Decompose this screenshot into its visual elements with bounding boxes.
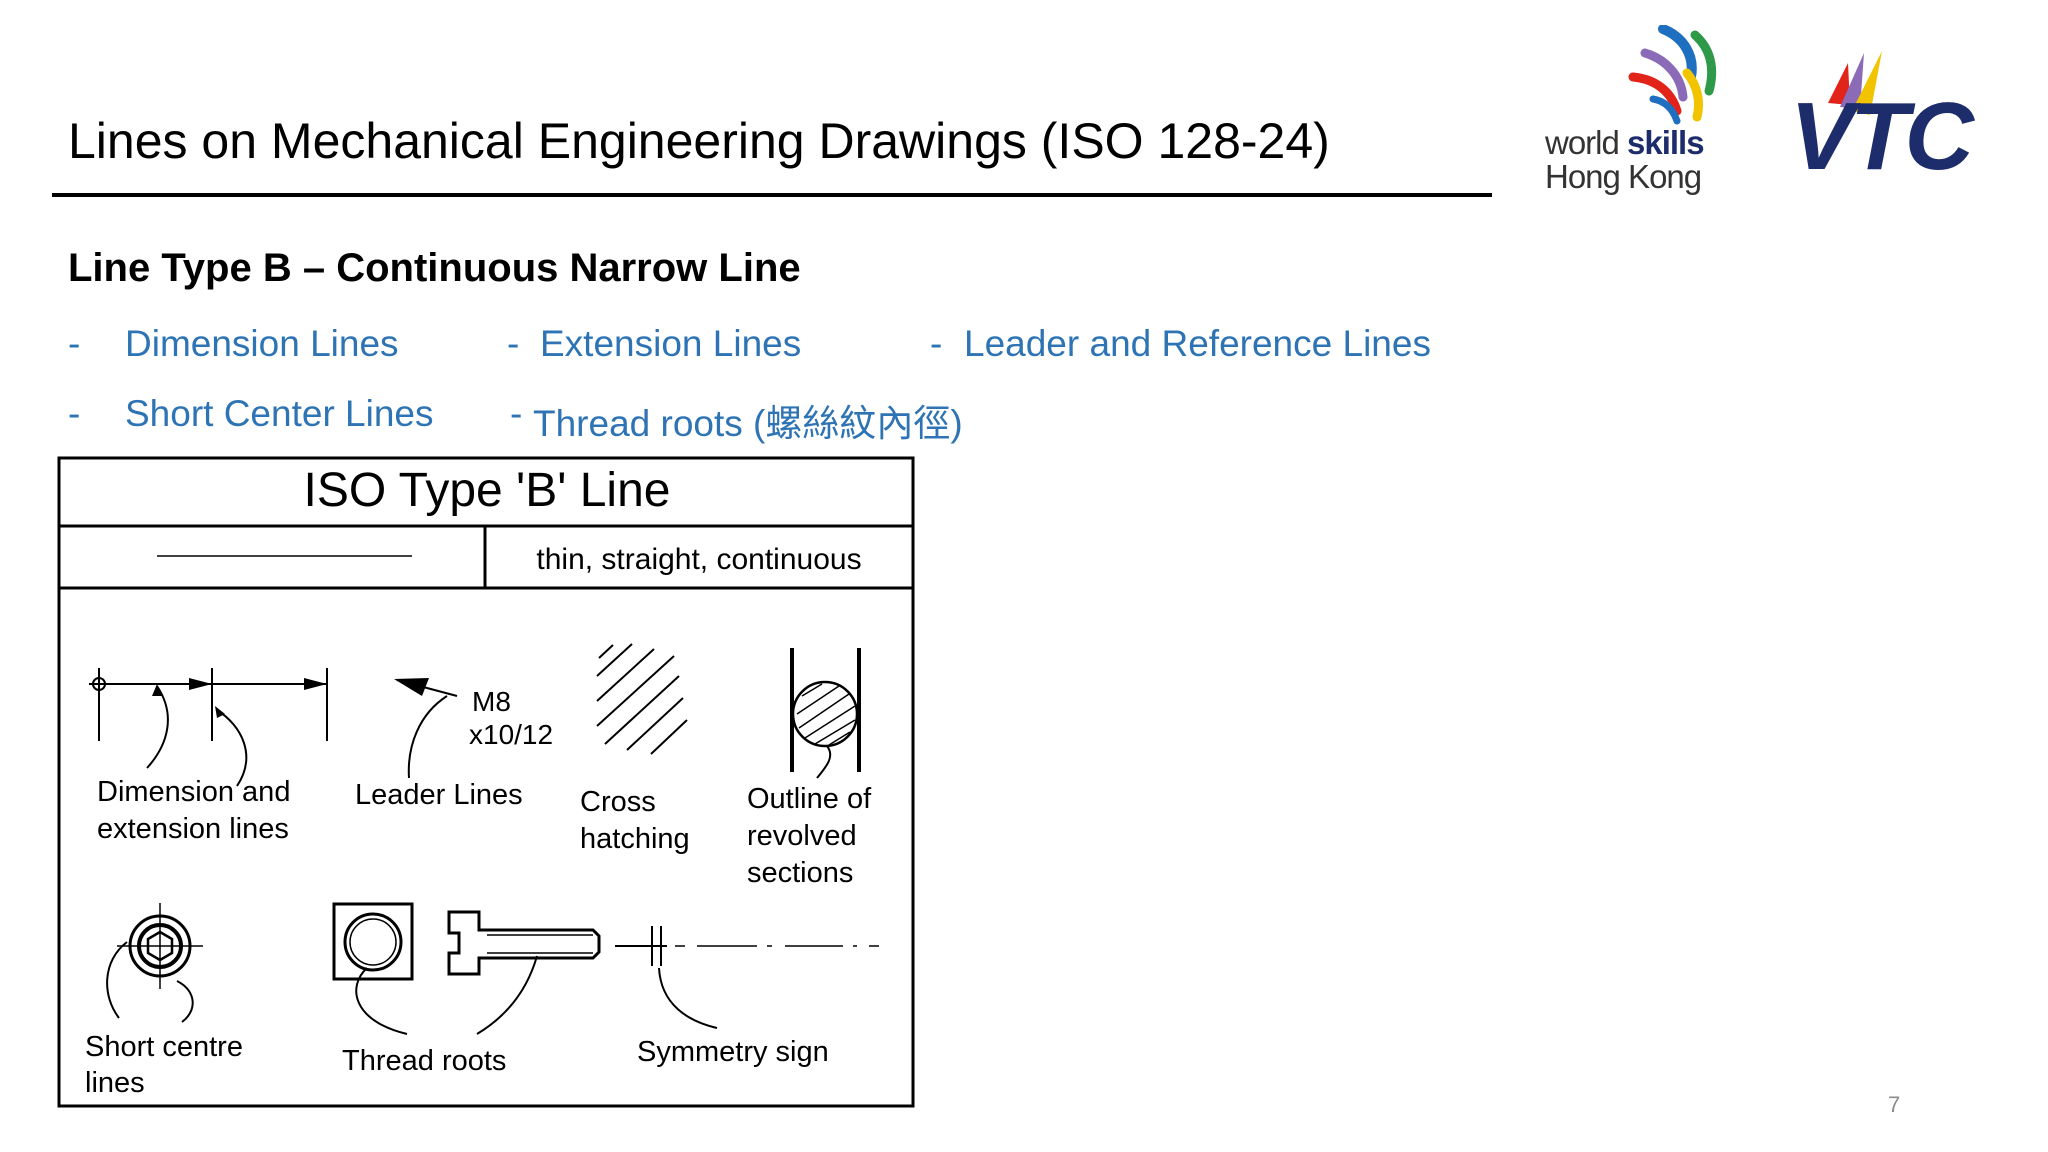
worldskills-text-skills: skills (1627, 124, 1704, 161)
arrowhead (189, 678, 212, 690)
bullet-dash: - (68, 323, 81, 364)
label-lines: lines (85, 1067, 145, 1099)
bullet-dash: - (510, 393, 523, 434)
label-thread-roots: Thread roots (342, 1045, 506, 1077)
iso-type-b-diagram: ISO Type 'B' Line thin, straight, contin… (57, 456, 915, 1108)
revolved-section-illustration (790, 648, 861, 779)
title-divider (52, 193, 1492, 197)
label-dimension-2: extension lines (97, 813, 289, 845)
label-dimension-1: Dimension and (97, 776, 290, 808)
bullet-short-center-lines: Short Center Lines (125, 393, 434, 434)
arrowhead (215, 706, 225, 718)
thread-roots-illustration (332, 902, 601, 1035)
section-heading: Line Type B – Continuous Narrow Line (68, 246, 801, 290)
label-hatching: hatching (580, 823, 690, 855)
arrowhead (394, 678, 429, 696)
label-short-centre: Short centre (85, 1031, 243, 1063)
bullet-dash: - (930, 323, 943, 364)
label-x10-12: x10/12 (469, 719, 553, 750)
bullet-dash: - (507, 323, 520, 364)
arrowhead (304, 678, 327, 690)
vtc-logo: VTC (1790, 51, 1980, 175)
bullet-dash: - (68, 393, 81, 434)
line-description: thin, straight, continuous (536, 543, 861, 576)
slide-title: Lines on Mechanical Engineering Drawings… (68, 113, 1330, 169)
worldskills-text-world: world (1545, 124, 1619, 161)
label-cross: Cross (580, 786, 656, 818)
page-number: 7 (1888, 1092, 1901, 1117)
arrowhead (152, 684, 162, 696)
label-symmetry-sign: Symmetry sign (637, 1036, 829, 1068)
worldskills-text-hongkong: Hong Kong (1545, 158, 1701, 195)
bullet-dimension-lines: Dimension Lines (125, 323, 399, 364)
cross-hatching-illustration (596, 643, 688, 755)
short-centre-lines-illustration (106, 903, 203, 1023)
label-revolved: revolved (747, 820, 857, 852)
label-sections: sections (747, 857, 853, 889)
worldskills-swoosh-icon (1628, 25, 1717, 125)
vtc-letters: VTC (1790, 83, 1976, 175)
diagram-heading: ISO Type 'B' Line (304, 464, 671, 517)
bullet-thread-roots: Thread roots (螺絲紋內徑) (533, 403, 963, 444)
bullet-leader-reference-lines: Leader and Reference Lines (964, 323, 1431, 364)
vtc-flame-icon (1828, 51, 1882, 115)
label-m8: M8 (472, 686, 511, 717)
label-outline-of: Outline of (747, 783, 872, 815)
bullet-extension-lines: Extension Lines (540, 323, 802, 364)
worldskills-hongkong-logo: world skills Hong Kong (1545, 25, 1717, 195)
label-leader-lines: Leader Lines (355, 779, 523, 811)
symmetry-sign-illustration (615, 926, 879, 1029)
